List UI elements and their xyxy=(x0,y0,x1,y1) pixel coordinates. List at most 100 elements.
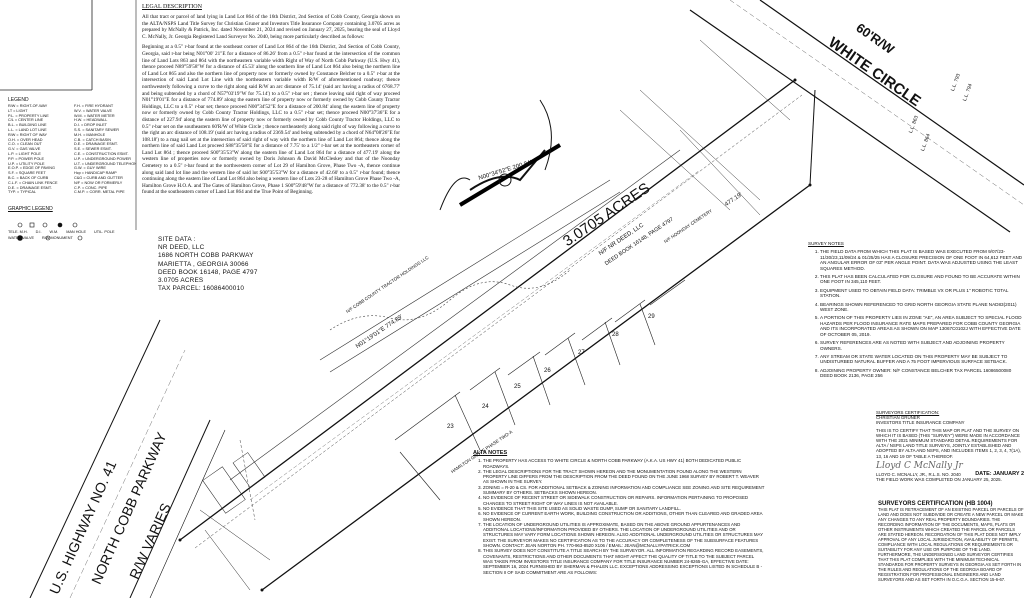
legend-item: C/L = CENTER LINE xyxy=(8,118,44,123)
legend-item: N/F = NOW OR FORMERLY xyxy=(74,180,123,185)
legend-item: R/W = RIGHT OF WAY xyxy=(8,132,48,137)
survey-notes-list: THE FIELD DATA FROM WHICH THIS PLAT IS B… xyxy=(808,249,1024,378)
legend-item: B.L. = BUILDING LINE xyxy=(8,123,47,128)
alta-notes-block: ALTA NOTES THE PROPERTY HAS ACCESS TO WH… xyxy=(473,450,765,575)
alta-notes-list: THE PROPERTY HAS ACCESS TO WHITE CIRCLE … xyxy=(473,458,765,575)
alta-note: NO EVIDENCE OF CURRENT EARTH WORK, BUILD… xyxy=(483,511,765,522)
legal-paragraph-1: All that tract or parcel of land lying i… xyxy=(142,14,400,40)
lot-number: 23 xyxy=(447,424,454,430)
lot-number: 27 xyxy=(578,350,585,356)
legend-item: U.T. = UNDERGROUND TELEPHONE xyxy=(74,161,136,166)
legend-item: B.C. = BACK OF CURB xyxy=(8,175,49,180)
certification-signer: LLOYD C. MCNALLY, JR., R.L.S. NO. 2040 xyxy=(876,471,961,477)
graphic-legend-symbol-label: UTIL. POLE xyxy=(94,230,115,234)
legend-item: P.P. = POWER POLE xyxy=(8,156,45,161)
hb1004-certification: SURVEYORS CERTIFICATION (HB 1004) THIS P… xyxy=(878,501,1024,582)
legend-item: L.P. = LIGHT POLE xyxy=(8,151,41,156)
alta-note: THE LOCATION OF UNDERGROUND UTILITIES IS… xyxy=(483,522,765,548)
graphic-legend-symbol-label: D.I. xyxy=(35,230,42,234)
lot-number: 28 xyxy=(612,332,619,338)
legend-item: LT = LIGHT xyxy=(8,108,28,113)
graphic-legend-symbol-label: W.M. xyxy=(49,230,59,234)
legend-item: R/W = RIGHT-OF-WAY xyxy=(8,104,48,108)
alta-note: ZONING = R-20 & CS. FOR ADDITIONAL SETBA… xyxy=(483,485,765,496)
survey-note: EQUIPMENT USED TO OBTAIN FIELD DATA: TRI… xyxy=(820,288,1024,299)
legend-item: D.E. = DRAINAGE ESMT. xyxy=(8,185,52,190)
alta-note: THE PROPERTY HAS ACCESS TO WHITE CIRCLE … xyxy=(483,458,765,469)
legend-item: S.F. = SQUARE FEET xyxy=(8,171,46,176)
alta-notes-title: ALTA NOTES xyxy=(473,450,508,456)
legend-item: C.E. = CONSTRUCTION ESMT. xyxy=(74,151,129,156)
legend-item: E.O.P. = EDGE OF PAVING xyxy=(8,166,55,171)
legend-item: C.O. = CLEAN OUT xyxy=(8,142,42,147)
legend-item: D.E. = DRAINAGE ESMT. xyxy=(74,142,118,147)
legend-item: M.H. = MANHOLE xyxy=(74,132,106,137)
site-data-line: NR DEED, LLC xyxy=(158,244,205,252)
alta-note: THIS SURVEY DOES NOT CONSTITUTE A TITLE … xyxy=(483,548,765,574)
survey-notes-block: SURVEY NOTES THE FIELD DATA FROM WHICH T… xyxy=(808,241,1024,382)
legal-paragraph-2: Beginning at a 0.5" r-bar found at the s… xyxy=(142,44,400,196)
legend-list: R/W = RIGHT-OF-WAY F.H. = FIRE HYDRANT LT … xyxy=(8,104,136,195)
graphic-legend-symbols: TELE. M.H. D.I. W.M. MAN HOLE UTIL. POLE WATE… xyxy=(8,230,128,240)
legend-title: LEGEND xyxy=(8,97,29,103)
lot-number: 26 xyxy=(544,368,551,374)
legend-item: G.W. = GUY WIRE xyxy=(74,166,106,171)
hb1004-title: SURVEYORS CERTIFICATION (HB 1004) xyxy=(878,501,993,507)
legend-item: U.P. = UTILITY POLE xyxy=(8,161,45,166)
graphic-legend-symbol-label: TELE. M.H. xyxy=(8,230,28,234)
graphic-legend-title: GRAPHIC LEGEND xyxy=(8,206,53,212)
legend-item: C&G = CURB AND GUTTER xyxy=(74,175,123,180)
certification-title: SURVEYORS CERTIFICATION: xyxy=(876,410,940,415)
certification-line: THE FIELD WORK WAS COMPLETED ON JANUARY … xyxy=(876,477,1002,483)
graphic-legend-symbol-label: R/W MONUMENT xyxy=(42,236,73,240)
legend-item: S.E. = SEWER ESMT. xyxy=(74,147,112,152)
site-data-line: DEED BOOK 16148, PAGE 4797 xyxy=(158,268,258,276)
survey-note: SURVEY REFERENCES ARE AS NOTED WITH SUBJ… xyxy=(820,340,1024,351)
graphic-legend-symbol-label: WATER VALVE xyxy=(8,236,35,240)
lot-number: 24 xyxy=(482,404,489,410)
survey-note: THE FIELD DATA FROM WHICH THIS PLAT IS B… xyxy=(820,249,1024,271)
legend-item: H.W. = HEADWALL xyxy=(74,118,108,123)
alta-note: THE LEGAL DESCRIPTIONS FOR THE TRACT SHO… xyxy=(483,469,765,485)
site-data-title: SITE DATA : xyxy=(158,236,196,243)
site-data-line: 1686 NORTH COBB PARKWAY xyxy=(158,252,254,260)
legend-item: C.P. = CONC. PIPE xyxy=(74,185,108,190)
survey-note: A PORTION OF THIS PROPERTY LIES IN ZONE … xyxy=(820,315,1024,337)
legend-item: C.L.F. = CHAIN LINK FENCE xyxy=(8,180,58,185)
legend-item: W.M. = WATER METER xyxy=(74,113,115,118)
survey-note: THIS PLAT HAS BEEN CALCULATED FOR CLOSUR… xyxy=(820,274,1024,285)
certification-line: CHRISTIAN GRUNER xyxy=(876,415,920,421)
site-data-line: MARIETTA , GEORGIA 30066 xyxy=(158,260,249,268)
site-data-line: 3.0705 ACRES xyxy=(158,277,204,285)
legend-item: F.H. = FIRE HYDRANT xyxy=(74,104,114,108)
survey-note: ADJOINING PROPERTY OWNER: N/F CONSTANCE … xyxy=(820,368,1024,379)
legend-item: U.P. = UNDERGROUND POWER xyxy=(74,156,131,161)
legend-item: G.V. = GAS VALVE xyxy=(8,147,41,152)
survey-notes-title: SURVEY NOTES xyxy=(808,241,844,246)
certification-line: THIS IS TO CERTIFY THAT THIS MAP OR PLAT… xyxy=(876,427,1021,459)
hb1004-text: THIS PLAT IS RETRACEMENT OF AN EXISTING … xyxy=(878,507,1024,582)
legend-item: S.S. = SANITARY SEWER xyxy=(74,127,120,132)
legal-description-title: LEGAL DESCRIPTION xyxy=(142,4,202,10)
certification-line: INVESTORS TITLE INSURANCE COMPANY xyxy=(876,420,965,426)
legend-item: W.V. = WATER VALVE xyxy=(74,108,113,113)
legend-item: TYP. = TYPICAL xyxy=(8,190,37,195)
legend-item: C.M.P. = CORR. METAL PIPE xyxy=(74,190,125,195)
alta-note: NO EVIDENCE OF RECENT STREET OR SIDEWALK… xyxy=(483,495,765,506)
lot-number: 29 xyxy=(648,314,655,320)
survey-note: ANY STREAM OR STATE WATER LOCATED ON THI… xyxy=(820,354,1024,365)
legend-item: C.B. = CATCH BASIN xyxy=(74,137,111,142)
legend-item: O.H. = OVER HEAD xyxy=(8,137,43,142)
signature: Lloyd C McNally Jr xyxy=(876,460,963,471)
legend-item: D.I. = DROP INLET xyxy=(74,123,107,128)
surveyor-certification: SURVEYORS CERTIFICATION: CHRISTIAN GRUNE… xyxy=(876,410,1024,482)
site-data-block: SITE DATA : NR DEED, LLC 1686 NORTH COBB… xyxy=(158,236,258,293)
legend-item: Hcp = HANDICAP RAMP xyxy=(74,171,117,176)
certification-date: DATE: JANUARY 2 xyxy=(975,470,1024,477)
graphic-legend-symbol-label: MAN HOLE xyxy=(66,230,87,234)
lot-number: 25 xyxy=(514,384,521,390)
legend-item: P.L. = PROPERTY LINE xyxy=(8,113,49,118)
legend-item: L.L. = LAND LOT LINE xyxy=(8,127,47,132)
